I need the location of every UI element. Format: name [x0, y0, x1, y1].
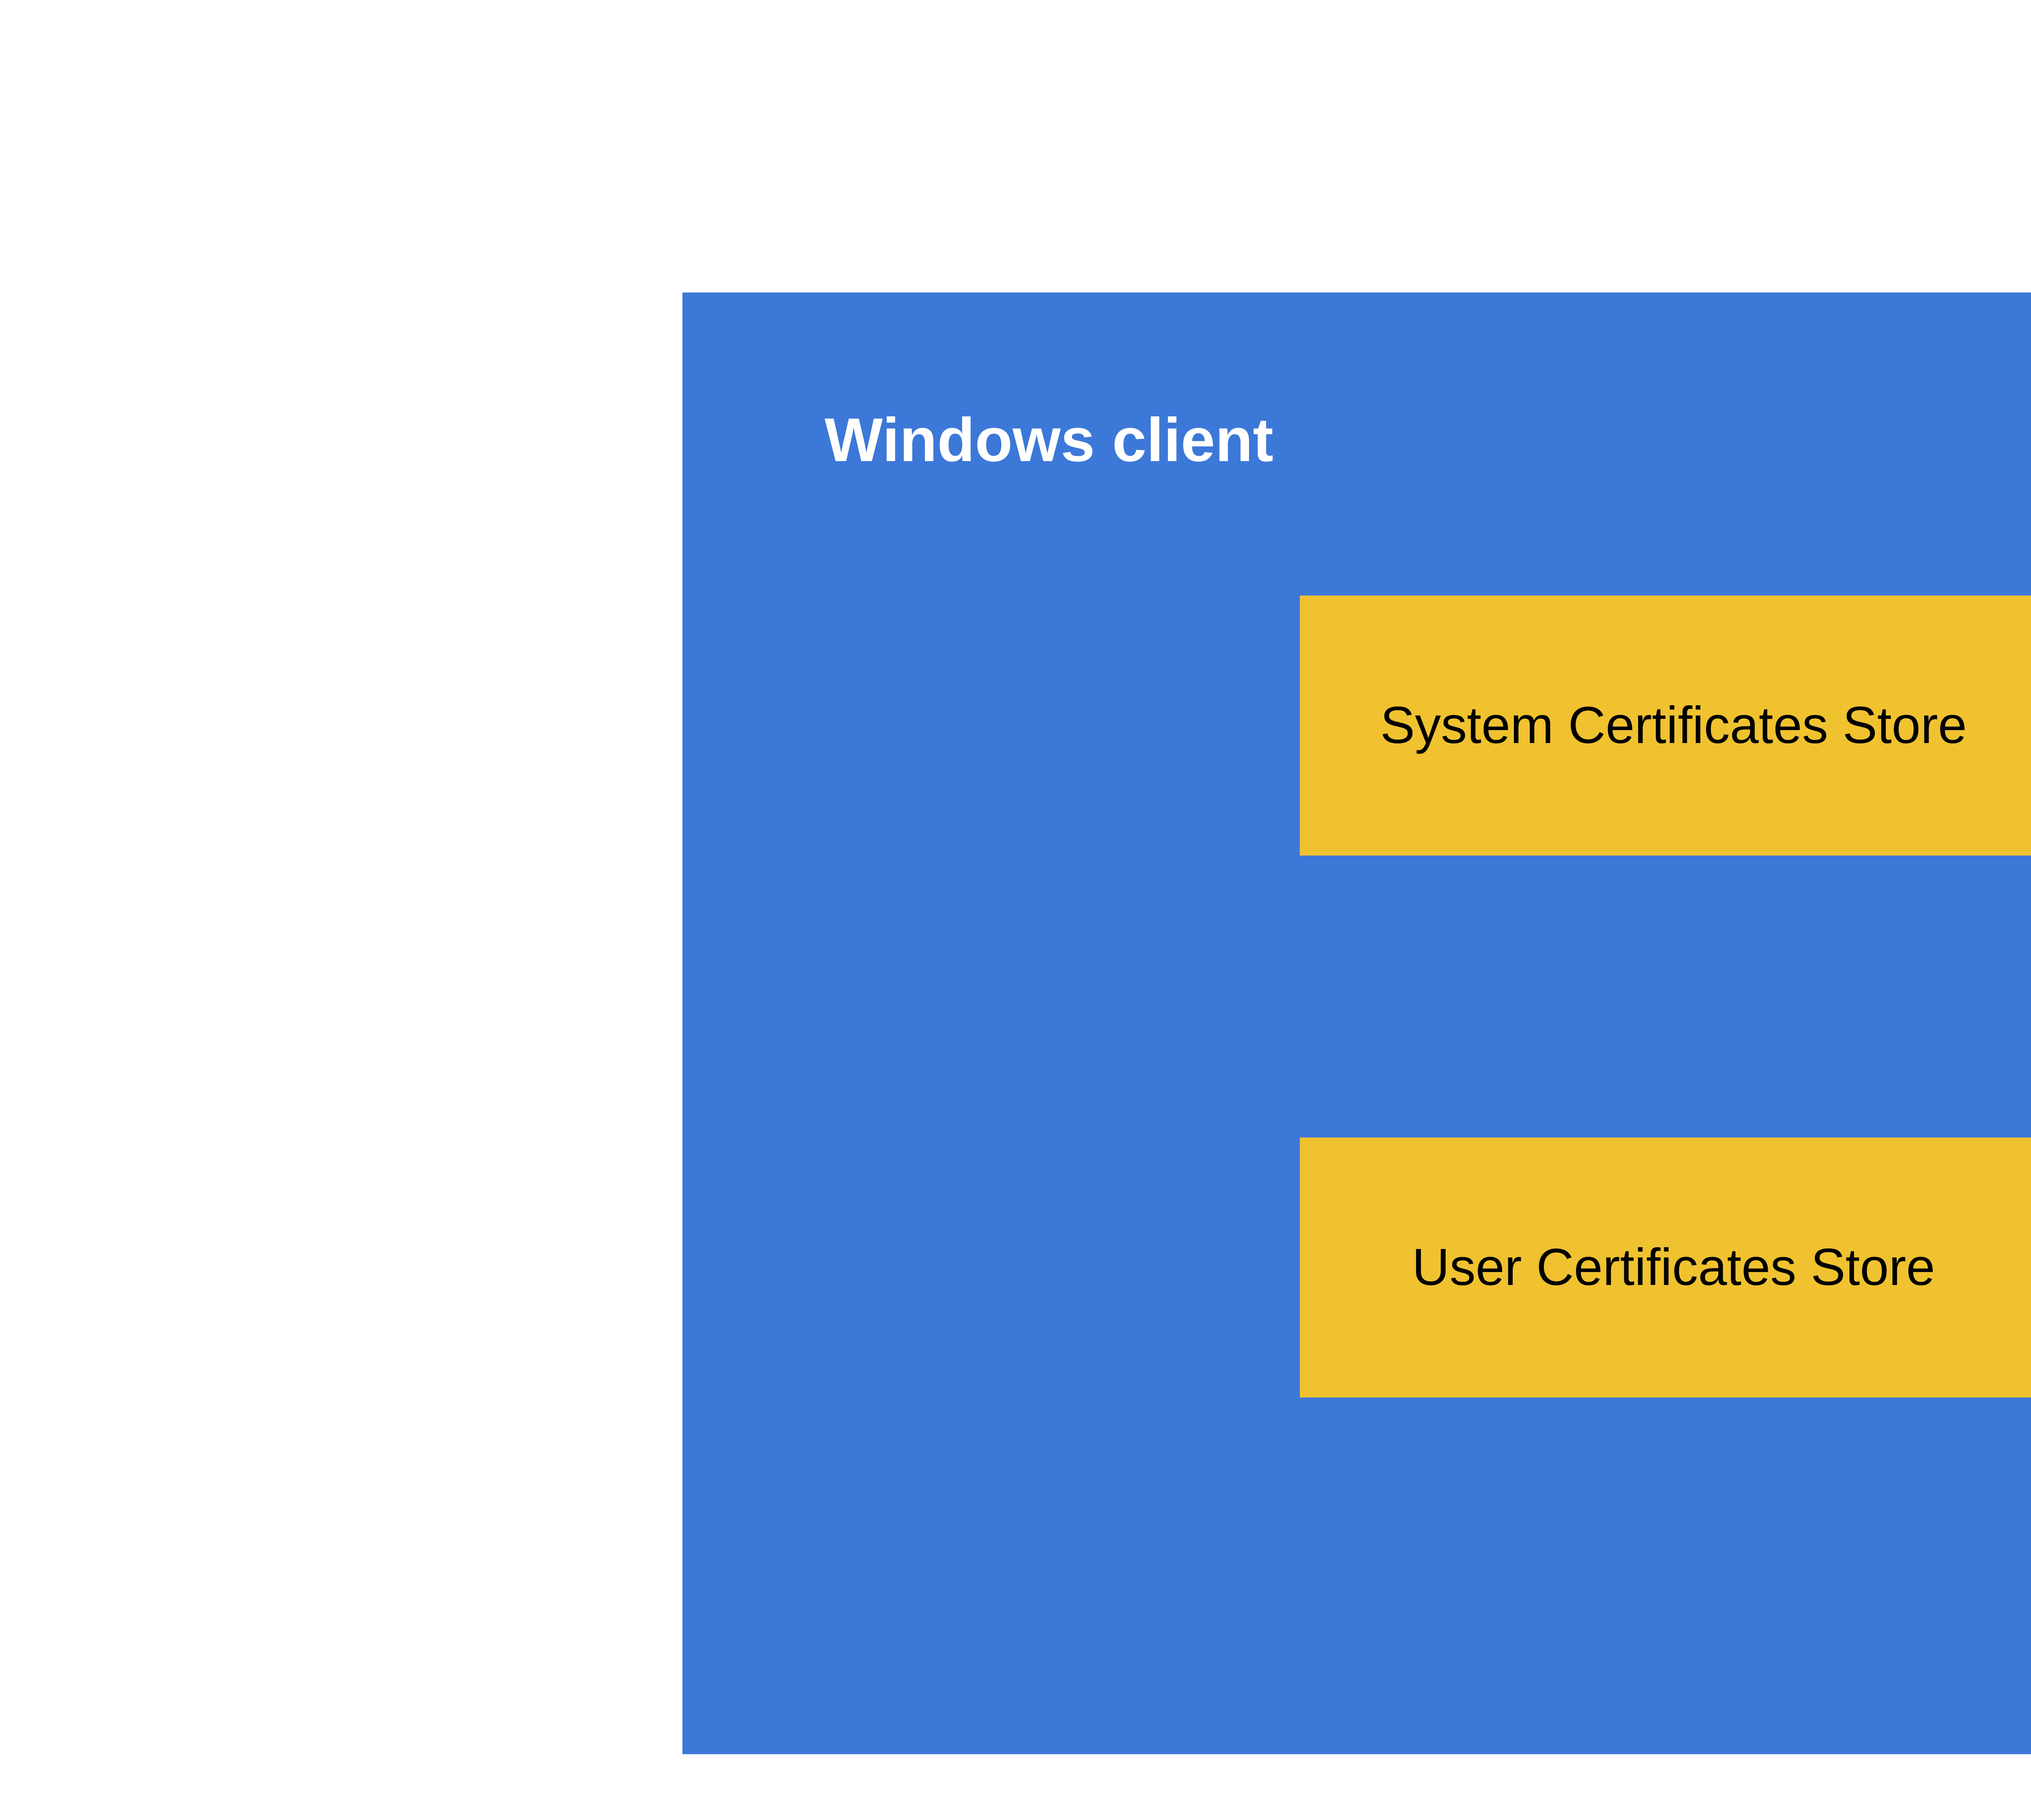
user-certificates-store-node[interactable]: User Certificates Store [1300, 1138, 2031, 1398]
windows-client-container [682, 292, 2031, 1754]
user-certificates-store-label: User Certificates Store [1412, 1238, 1935, 1297]
windows-client-title: Windows client [825, 405, 1273, 474]
system-certificates-store-node[interactable]: System Certificates Store [1300, 596, 2031, 856]
system-certificates-store-label: System Certificates Store [1380, 696, 1967, 755]
